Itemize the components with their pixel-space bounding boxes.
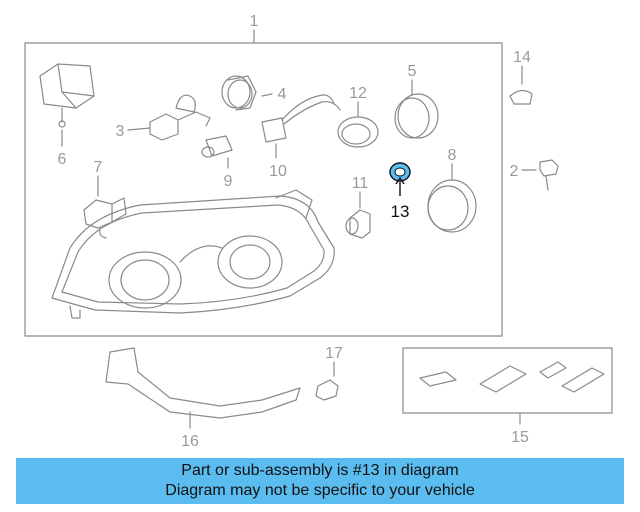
headlamp-housing: [51, 189, 335, 319]
callout-7: 7: [94, 159, 103, 176]
callout-14: 14: [513, 49, 531, 66]
assembly-frame: [24, 42, 503, 337]
callout-10: 10: [269, 163, 287, 180]
callout-16: 16: [181, 433, 199, 450]
callout-12: 12: [349, 85, 367, 102]
callout-11: 11: [352, 175, 369, 192]
part-5-ring: [394, 79, 439, 139]
callout-5: 5: [408, 63, 417, 80]
part-8-ring: [427, 163, 477, 233]
part-17-bolt: [315, 361, 339, 401]
part-10-socket-harness: [261, 94, 341, 159]
callout-15: 15: [511, 429, 529, 446]
part-4-socket: [221, 75, 273, 111]
part-3-bulb: [127, 94, 211, 141]
callout-4: 4: [278, 86, 287, 103]
callout-1: 1: [250, 13, 259, 30]
part-9-bulb: [201, 135, 233, 169]
part-13-highlighted: [389, 162, 411, 196]
part-15-kit: [402, 347, 613, 425]
part-14-clip: [509, 65, 533, 105]
callout-13: 13: [391, 202, 410, 221]
callout-2: 2: [510, 163, 519, 180]
part-16-bracket: [105, 347, 301, 429]
callout-8: 8: [448, 147, 457, 164]
part-6-leveling-motor: [39, 63, 95, 147]
notice-banner: Part or sub-assembly is #13 in diagram D…: [16, 458, 624, 504]
part-11-bulb: [345, 191, 371, 239]
callout-9: 9: [224, 173, 233, 190]
callout-3: 3: [116, 123, 125, 140]
part-7-bulb: [83, 175, 127, 239]
banner-line-2: Diagram may not be specific to your vehi…: [165, 482, 475, 499]
part-12-ring: [337, 101, 379, 148]
callout-17: 17: [325, 345, 343, 362]
banner-line-1: Part or sub-assembly is #13 in diagram: [181, 462, 459, 479]
part-2-screw: [521, 159, 559, 191]
callout-6: 6: [58, 151, 67, 168]
